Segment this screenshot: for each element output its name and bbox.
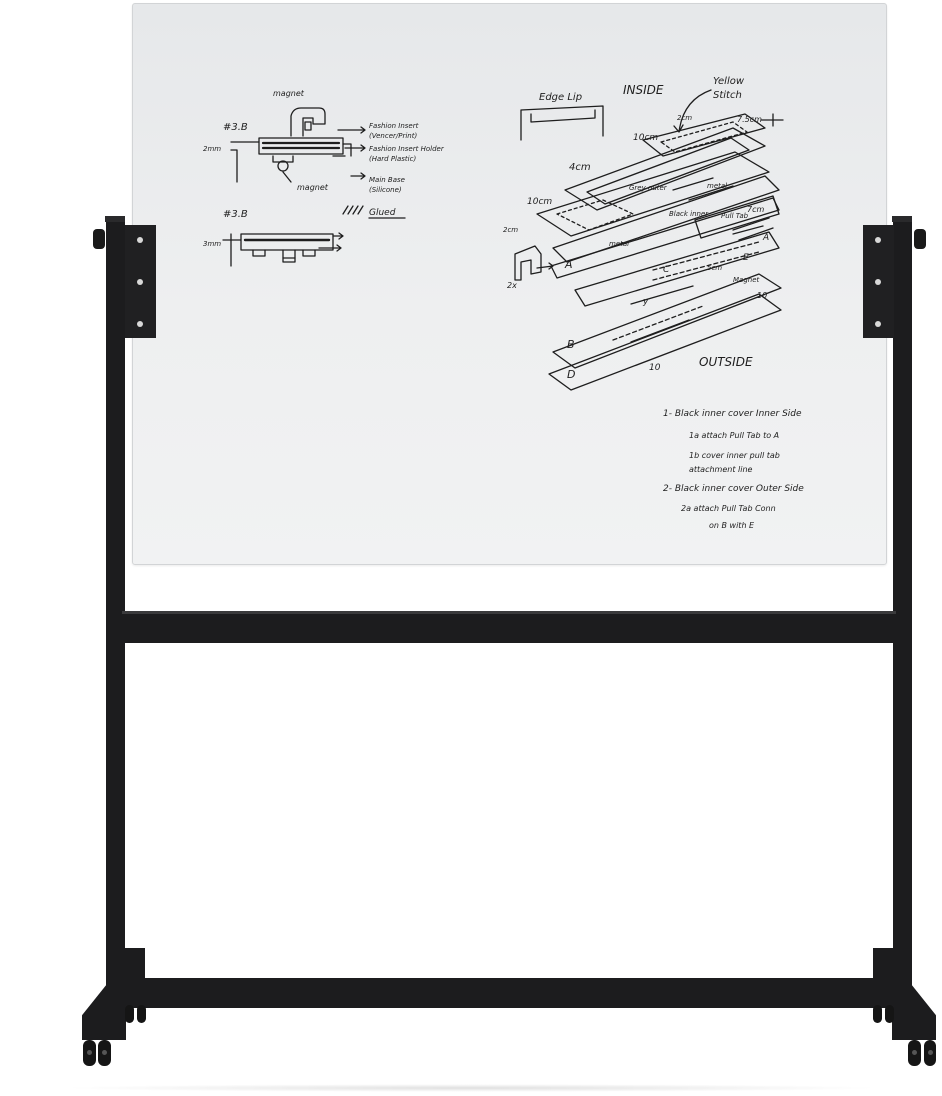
left-foot-inner [122,948,145,988]
caster-wheel-back-left-2 [137,1005,146,1023]
label-D: D [567,368,575,381]
right-foot-inner [873,948,896,988]
label-2x: 2x [507,281,517,290]
right-foot-outer [892,985,936,1040]
label-C: C [663,265,670,275]
caster-wheel-back-right-2 [885,1005,894,1023]
label-fashion-insert: Fashion Insert [369,122,419,130]
note-line-1: 1- Black inner cover Inner Side [663,409,802,419]
label-yellow: Yellow [713,76,745,87]
label-y: y [642,297,649,307]
label-4cm: 4cm [569,162,591,173]
label-stitch: Stitch [713,90,742,101]
label-outside: OUTSIDE [699,355,753,369]
note-line-6: 2a attach Pull Tab Conn [681,504,776,513]
note-line-3: 1b cover inner pull tab [689,451,780,460]
floor-shadow [60,1084,882,1092]
label-5cm: 5cm [707,264,722,272]
note-line-4: attachment line [689,465,753,474]
label-black-inner: Black inner [669,210,709,218]
label-fashion-insert-sub: (Vencer/Print) [369,132,417,140]
left-mount-bracket [125,225,156,338]
label-75cm: 7.5cm [737,115,762,124]
label-B: B [567,338,575,351]
label-insert-holder: Fashion Insert Holder [369,145,445,153]
label-7cm: 7cm [747,205,764,214]
note-line-2: 1a attach Pull Tab to A [689,431,779,440]
caster-wheel-front-right [908,1040,921,1066]
label-pull-tab: Pull Tab [721,212,749,220]
right-post [893,218,912,1008]
right-sketch [514,89,784,391]
left-post [106,218,125,1008]
left-tension-knob[interactable] [93,229,105,249]
whiteboard-surface: magnet #3.B 2mm Fashion Insert (Vencer/P… [132,3,887,565]
label-2cm-left: 2cm [503,226,518,234]
caster-wheel-front-left-2 [98,1040,111,1066]
label-magnet-top: magnet [273,89,305,98]
label-glued: Glued [369,208,396,218]
right-tension-knob[interactable] [914,229,926,249]
caster-wheel-front-left [83,1040,96,1066]
label-2mm: 2mm [203,145,221,153]
left-post-cap [105,216,125,222]
base-bar [122,978,896,1008]
handwritten-notes: 1- Black inner cover Inner Side 1a attac… [663,409,804,530]
caster-wheel-front-right-2 [924,1040,936,1066]
label-inside: INSIDE [623,83,664,97]
label-3mm: 3mm [203,240,221,248]
label-insert-holder-sub: (Hard Plastic) [369,155,416,163]
left-foot-outer [82,985,126,1040]
note-line-7: on B with E [709,521,755,530]
right-post-cap [892,216,912,222]
left-sketch [222,107,406,267]
label-edge-lip: Edge Lip [539,92,582,103]
label-magnet-right: Magnet [733,276,760,284]
label-A-right: A [762,233,769,243]
label-E: E [743,253,749,263]
label-10-right: 10 [757,291,767,300]
middle-crossbar [122,611,896,643]
label-section-1: #3.B [223,122,248,133]
label-main-base-sub: (Silicone) [369,186,402,194]
label-10-bottom: 10 [649,363,661,373]
caster-wheel-back-right [873,1005,882,1023]
label-10cm-left: 10cm [527,197,552,207]
right-mount-bracket [863,225,894,338]
label-10cm-top: 10cm [633,133,658,143]
note-line-5: 2- Black inner cover Outer Side [663,484,804,494]
label-main-base: Main Base [369,176,405,184]
label-section-2: #3.B [223,209,248,220]
label-A-left: A [564,258,573,271]
caster-wheel-back-left [125,1005,134,1023]
label-metal-2: metal [609,240,629,248]
whiteboard-drawing: magnet #3.B 2mm Fashion Insert (Vencer/P… [203,76,804,530]
label-metal-1: metal [707,182,727,190]
label-magnet-bottom: magnet [297,183,329,192]
label-grey-outer: Grey outer [629,184,668,192]
label-2cm-top: 2cm [677,114,692,122]
